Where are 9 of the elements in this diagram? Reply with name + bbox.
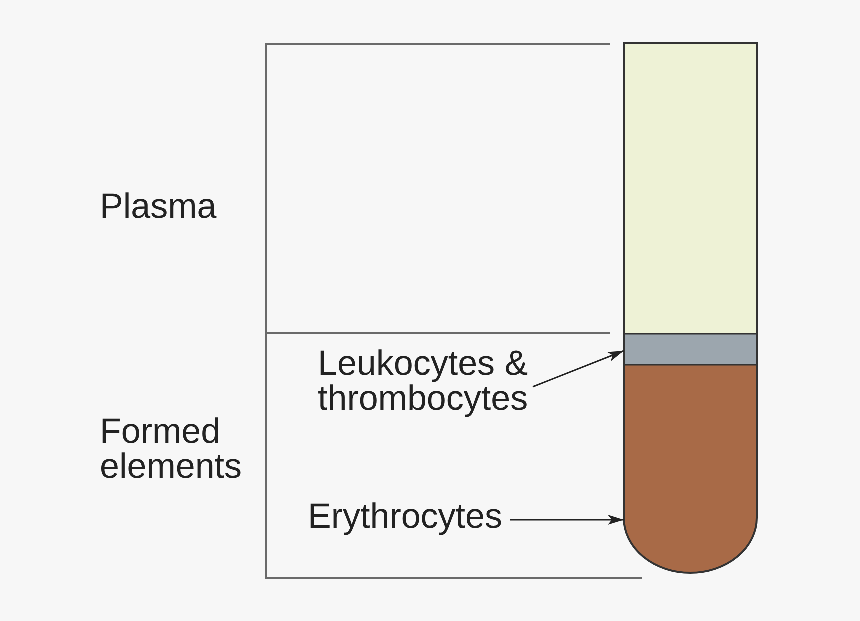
- bracket-label: Formed elements: [100, 414, 244, 484]
- callout-label: Leukocytes & thrombocytes: [318, 346, 530, 416]
- leader-arrow: [510, 515, 624, 525]
- callout-label: Erythrocytes: [308, 499, 506, 534]
- erythrocyte-layer: [624, 365, 757, 573]
- leukocyte-layer: [624, 334, 757, 365]
- bracket-label: Plasma: [100, 189, 218, 224]
- leader-arrow: [532, 350, 624, 388]
- plasma-layer: [624, 43, 757, 334]
